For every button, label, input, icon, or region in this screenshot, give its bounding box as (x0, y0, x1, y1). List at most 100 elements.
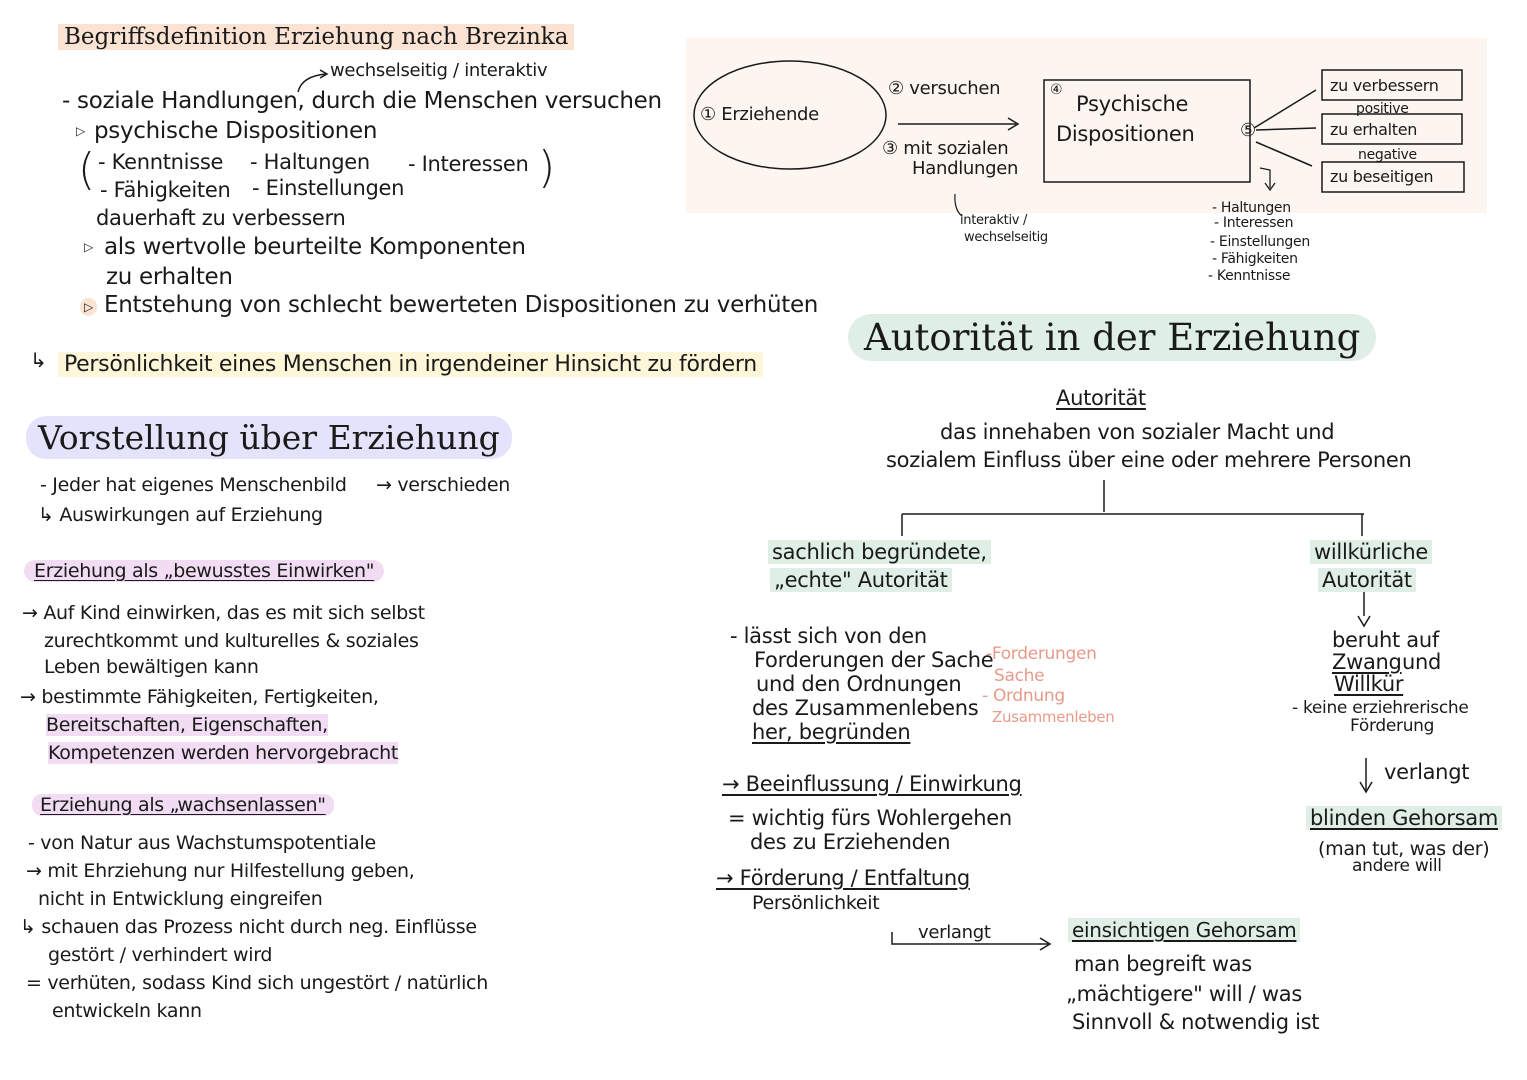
vorstellung-line2: ↳ Auswirkungen auf Erziehung (38, 504, 323, 526)
einwirken-line: → bestimmte Fähigkeiten, Fertigkeiten, (20, 686, 379, 708)
right-line: - keine erziehrerische (1292, 698, 1469, 718)
left-line: - lässt sich von den (730, 624, 927, 648)
vorstellung-title: Vorstellung über Erziehung (26, 416, 512, 459)
right-heading-2: Autorität (1318, 568, 1416, 592)
diagram-dispositionen: Dispositionen (1056, 122, 1195, 146)
side-note: - Ordnung (982, 686, 1065, 706)
diagram-beseitigen: zu beseitigen (1330, 167, 1434, 186)
brezinka-line3: dauerhaft zu verbessern (96, 206, 346, 230)
paren-left: ( (78, 144, 96, 195)
diagram-background (686, 38, 1487, 213)
list-item: - Fähigkeiten (100, 178, 231, 202)
right-line: Zwang (1332, 650, 1402, 674)
einsicht-line: „mächtigere" will / was (1066, 982, 1302, 1006)
brezinka-conclusion: Persönlichkeit eines Menschen in irgende… (58, 352, 763, 377)
blind-line: (man tut, was der) (1318, 838, 1490, 860)
bullet-marker: ▷ (84, 240, 94, 254)
bullet-marker: ▷ (80, 298, 98, 316)
vorstellung-line1b: → verschieden (376, 474, 510, 496)
left-heading-2: „echte" Autorität (770, 568, 952, 592)
right-heading-1: willkürliche (1310, 540, 1432, 564)
diagram-list-item: - Kenntnisse (1208, 268, 1291, 284)
left-heading-1: sachlich begründete, (768, 540, 991, 564)
side-note: Sache (994, 666, 1045, 686)
diagram-erhalten: zu erhalten (1330, 120, 1418, 139)
foerderung-line: Persönlichkeit (752, 892, 880, 914)
right-line: Förderung (1350, 716, 1435, 736)
verlangt-arrow (891, 932, 1052, 951)
right-line: Willkür (1334, 672, 1404, 696)
wachsen-line: → mit Ehrziehung nur Hilfestellung geben… (26, 860, 415, 882)
brezinka-line5: zu erhalten (106, 264, 233, 290)
diagram-verbessern: zu verbessern (1330, 76, 1439, 95)
arrow-down-icon (1359, 758, 1373, 794)
diagram-psychische: Psychische (1076, 92, 1189, 116)
vorstellung-line1: - Jeder hat eigenes Menschenbild (40, 474, 347, 496)
beeinflussung-line: des zu Erziehenden (750, 830, 951, 854)
autoritaet-word: Autorität (1056, 386, 1146, 410)
diagram-versuchen: ② versuchen (888, 78, 1001, 99)
brezinka-title: Begriffsdefinition Erziehung nach Brezin… (58, 24, 575, 50)
side-note: -Forderungen (986, 644, 1097, 664)
verlangt-label: verlangt (918, 922, 991, 943)
einsichtigen-gehorsam: einsichtigen Gehorsam (1068, 918, 1301, 942)
curve-arrow-icon (297, 69, 329, 93)
einwirken-line: Leben bewältigen kann (44, 656, 259, 678)
right-verlangt: verlangt (1384, 760, 1470, 784)
brezinka-line2: psychische Dispositionen (94, 118, 378, 144)
autoritaet-def1: das innehaben von sozialer Macht und (940, 420, 1335, 444)
diagram-mit-sozialen: ③ mit sozialen (882, 138, 1009, 159)
einwirken-line: zurechtkommt und kulturelles & soziales (44, 630, 419, 652)
return-arrow-icon: ↳ (30, 348, 47, 372)
einwirken-line: Bereitschaften, Eigenschaften, (46, 714, 328, 736)
list-item: - Interessen (408, 152, 529, 176)
brezinka-line1: - soziale Handlungen, durch die Menschen… (62, 88, 662, 114)
diagram-five: ⑤ (1240, 120, 1256, 141)
right-line: beruht auf (1332, 628, 1439, 652)
brezinka-line6: Entstehung von schlecht bewerteten Dispo… (104, 292, 819, 318)
diagram-wechselseitig: wechselseitig (964, 230, 1048, 245)
diagram-positive: positive (1356, 101, 1409, 117)
wachsen-line: entwickeln kann (52, 1000, 202, 1022)
wachsen-line: ↳ schauen das Prozess nicht durch neg. E… (20, 916, 477, 938)
diagram-lines (693, 60, 1465, 193)
diagram-interaktiv: interaktiv / (960, 213, 1028, 228)
hook-arrow-icon (954, 193, 963, 217)
diagram-negative: negative (1358, 147, 1417, 163)
left-line: Forderungen der Sache (754, 648, 994, 672)
einsicht-line: man begreift was (1074, 952, 1252, 976)
foerderung-line: → Förderung / Entfaltung (716, 866, 970, 890)
diagram-list-item: - Interessen (1214, 215, 1294, 231)
list-item: - Haltungen (250, 150, 370, 174)
beeinflussung-line: = wichtig fürs Wohlergehen (728, 806, 1012, 830)
diagram-list-item: - Fähigkeiten (1212, 251, 1298, 267)
einwirken-line: Kompetenzen werden hervorgebracht (48, 742, 399, 764)
arrow-down-icon (1357, 615, 1371, 628)
paren-right: ) (538, 142, 556, 193)
blind-line: andere will (1352, 856, 1442, 876)
side-note: Zusammenleben (992, 708, 1115, 726)
diagram-box-number: ④ (1050, 82, 1063, 98)
diagram-list-item: - Einstellungen (1210, 234, 1310, 250)
wachsen-line: nicht in Entwicklung eingreifen (38, 888, 323, 910)
right-line: und (1402, 650, 1442, 674)
wachsen-line: = verhüten, sodass Kind sich ungestört /… (26, 972, 488, 994)
left-line: her, begründen (752, 720, 911, 744)
list-item: - Kenntnisse (98, 150, 224, 174)
left-line: und den Ordnungen (756, 672, 962, 696)
beeinflussung-line: → Beeinflussung / Einwirkung (722, 772, 1022, 796)
subheading-wachsenlassen: Erziehung als „wachsenlassen" (32, 794, 334, 816)
einwirken-line: → Auf Kind einwirken, das es mit sich se… (22, 602, 425, 624)
left-line: des Zusammenlebens (752, 696, 979, 720)
diagram-handlungen: Handlungen (912, 158, 1019, 179)
bullet-marker: ▷ (76, 124, 86, 138)
einsicht-line: Sinnvoll & notwendig ist (1072, 1010, 1320, 1034)
wachsen-line: gestört / verhindert wird (48, 944, 273, 966)
autoritaet-def2: sozialem Einfluss über eine oder mehrere… (886, 448, 1412, 472)
wachsen-line: - von Natur aus Wachstumspotentiale (28, 832, 376, 854)
diagram-list-item: - Haltungen (1212, 200, 1291, 216)
list-item: - Einstellungen (252, 176, 405, 200)
subheading-einwirken: Erziehung als „bewusstes Einwirken" (24, 560, 385, 582)
blinden-gehorsam: blinden Gehorsam (1306, 806, 1502, 830)
diagram-erziehende: ① Erziehende (700, 104, 819, 125)
